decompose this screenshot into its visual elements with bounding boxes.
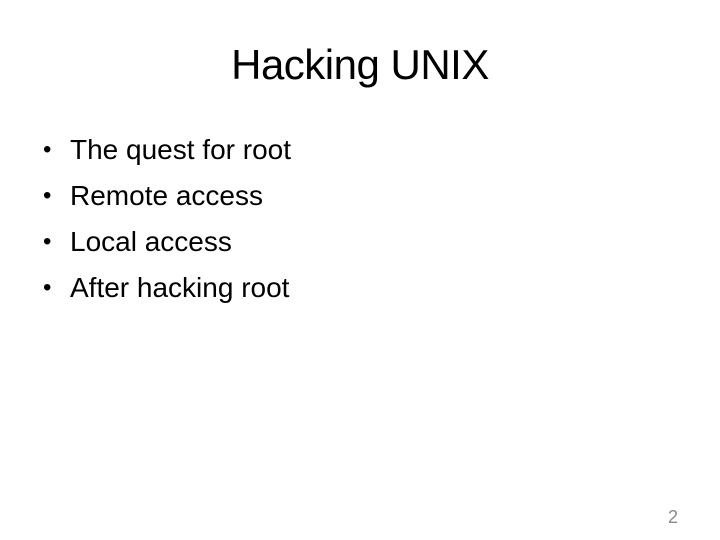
bullet-icon: • [43, 136, 52, 163]
bullet-icon: • [43, 182, 52, 209]
bullet-text: Remote access [70, 180, 263, 211]
bullet-text: After hacking root [70, 272, 290, 303]
list-item: • After hacking root [0, 265, 680, 311]
page-number: 2 [667, 507, 678, 527]
bullet-icon: • [43, 228, 52, 255]
bullet-text: The quest for root [70, 134, 292, 165]
slide-title: Hacking UNIX [231, 41, 489, 88]
bullet-list: • The quest for root • Remote access • L… [0, 127, 680, 311]
bullet-icon: • [43, 274, 52, 301]
list-item: • The quest for root [0, 127, 680, 173]
bullet-text: Local access [70, 226, 232, 257]
list-item: • Local access [0, 219, 680, 265]
list-item: • Remote access [0, 173, 680, 219]
